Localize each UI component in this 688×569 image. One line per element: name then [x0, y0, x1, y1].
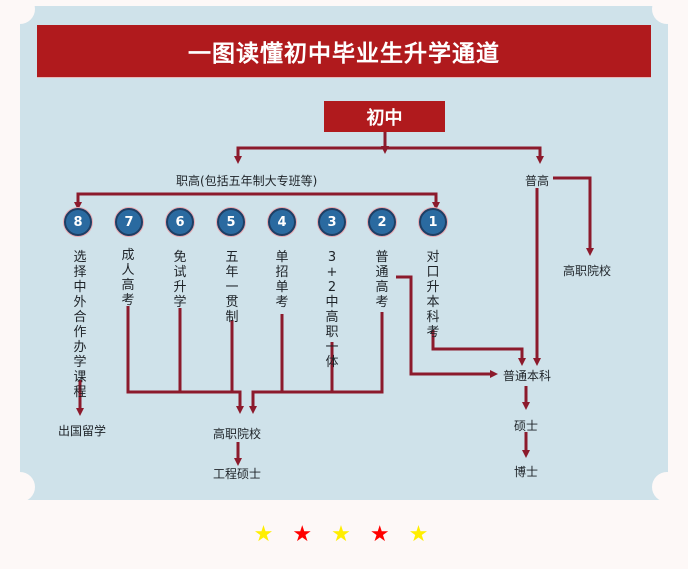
corner-decoration: [5, 0, 35, 24]
path-badge-1: 1: [419, 208, 447, 236]
outcome-undergraduate: 普通本科: [503, 369, 552, 383]
path-badge-8: 8: [64, 208, 92, 236]
outcome-general-higher-vocational: 高职院校: [563, 264, 612, 278]
root-node-junior-high: 初中: [324, 101, 445, 132]
vocational-high-label: 职高(包括五年制大专班等): [176, 174, 318, 188]
path-badge-5: 5: [217, 208, 245, 236]
corner-decoration: [652, 0, 682, 24]
diagram-panel: [20, 6, 668, 500]
path-label-4: 单招单考: [275, 250, 289, 310]
outcome-higher-vocational: 高职院校: [213, 427, 262, 441]
path-badge-4: 4: [268, 208, 296, 236]
star-icon: ★: [331, 522, 357, 547]
path-label-7: 成人高考: [121, 248, 135, 308]
path-badge-2: 2: [368, 208, 396, 236]
star-icon: ★: [408, 522, 435, 547]
path-badge-3: 3: [318, 208, 346, 236]
corner-decoration: [5, 472, 35, 502]
path-label-6: 免试升学: [173, 250, 187, 310]
path-label-8: 选择中外合作办学课程: [73, 250, 87, 400]
path-label-3: 3+2中高职一体: [325, 250, 339, 370]
outcome-master: 硕士: [514, 419, 539, 433]
path-label-1: 对口升本科考: [426, 250, 440, 340]
outcome-doctor: 博士: [514, 465, 539, 479]
star-icon: ★: [253, 522, 280, 547]
page-title: 一图读懂初中毕业生升学通道: [188, 41, 500, 67]
path-label-5: 五年一贯制: [225, 250, 239, 325]
corner-decoration: [652, 472, 682, 502]
title-banner: 一图读懂初中毕业生升学通道: [37, 25, 651, 77]
star-icon: ★: [369, 522, 396, 547]
star-icon: ★: [292, 522, 319, 547]
path-badge-6: 6: [166, 208, 194, 236]
path-badge-7: 7: [115, 208, 143, 236]
outcome-engineering-master: 工程硕士: [213, 467, 262, 481]
path-label-2: 普通高考: [375, 250, 389, 310]
root-node-label: 初中: [366, 107, 403, 129]
star-rating: ★ ★ ★ ★ ★: [0, 522, 688, 547]
outcome-study-abroad: 出国留学: [58, 424, 107, 438]
general-high-label: 普高: [525, 174, 550, 188]
